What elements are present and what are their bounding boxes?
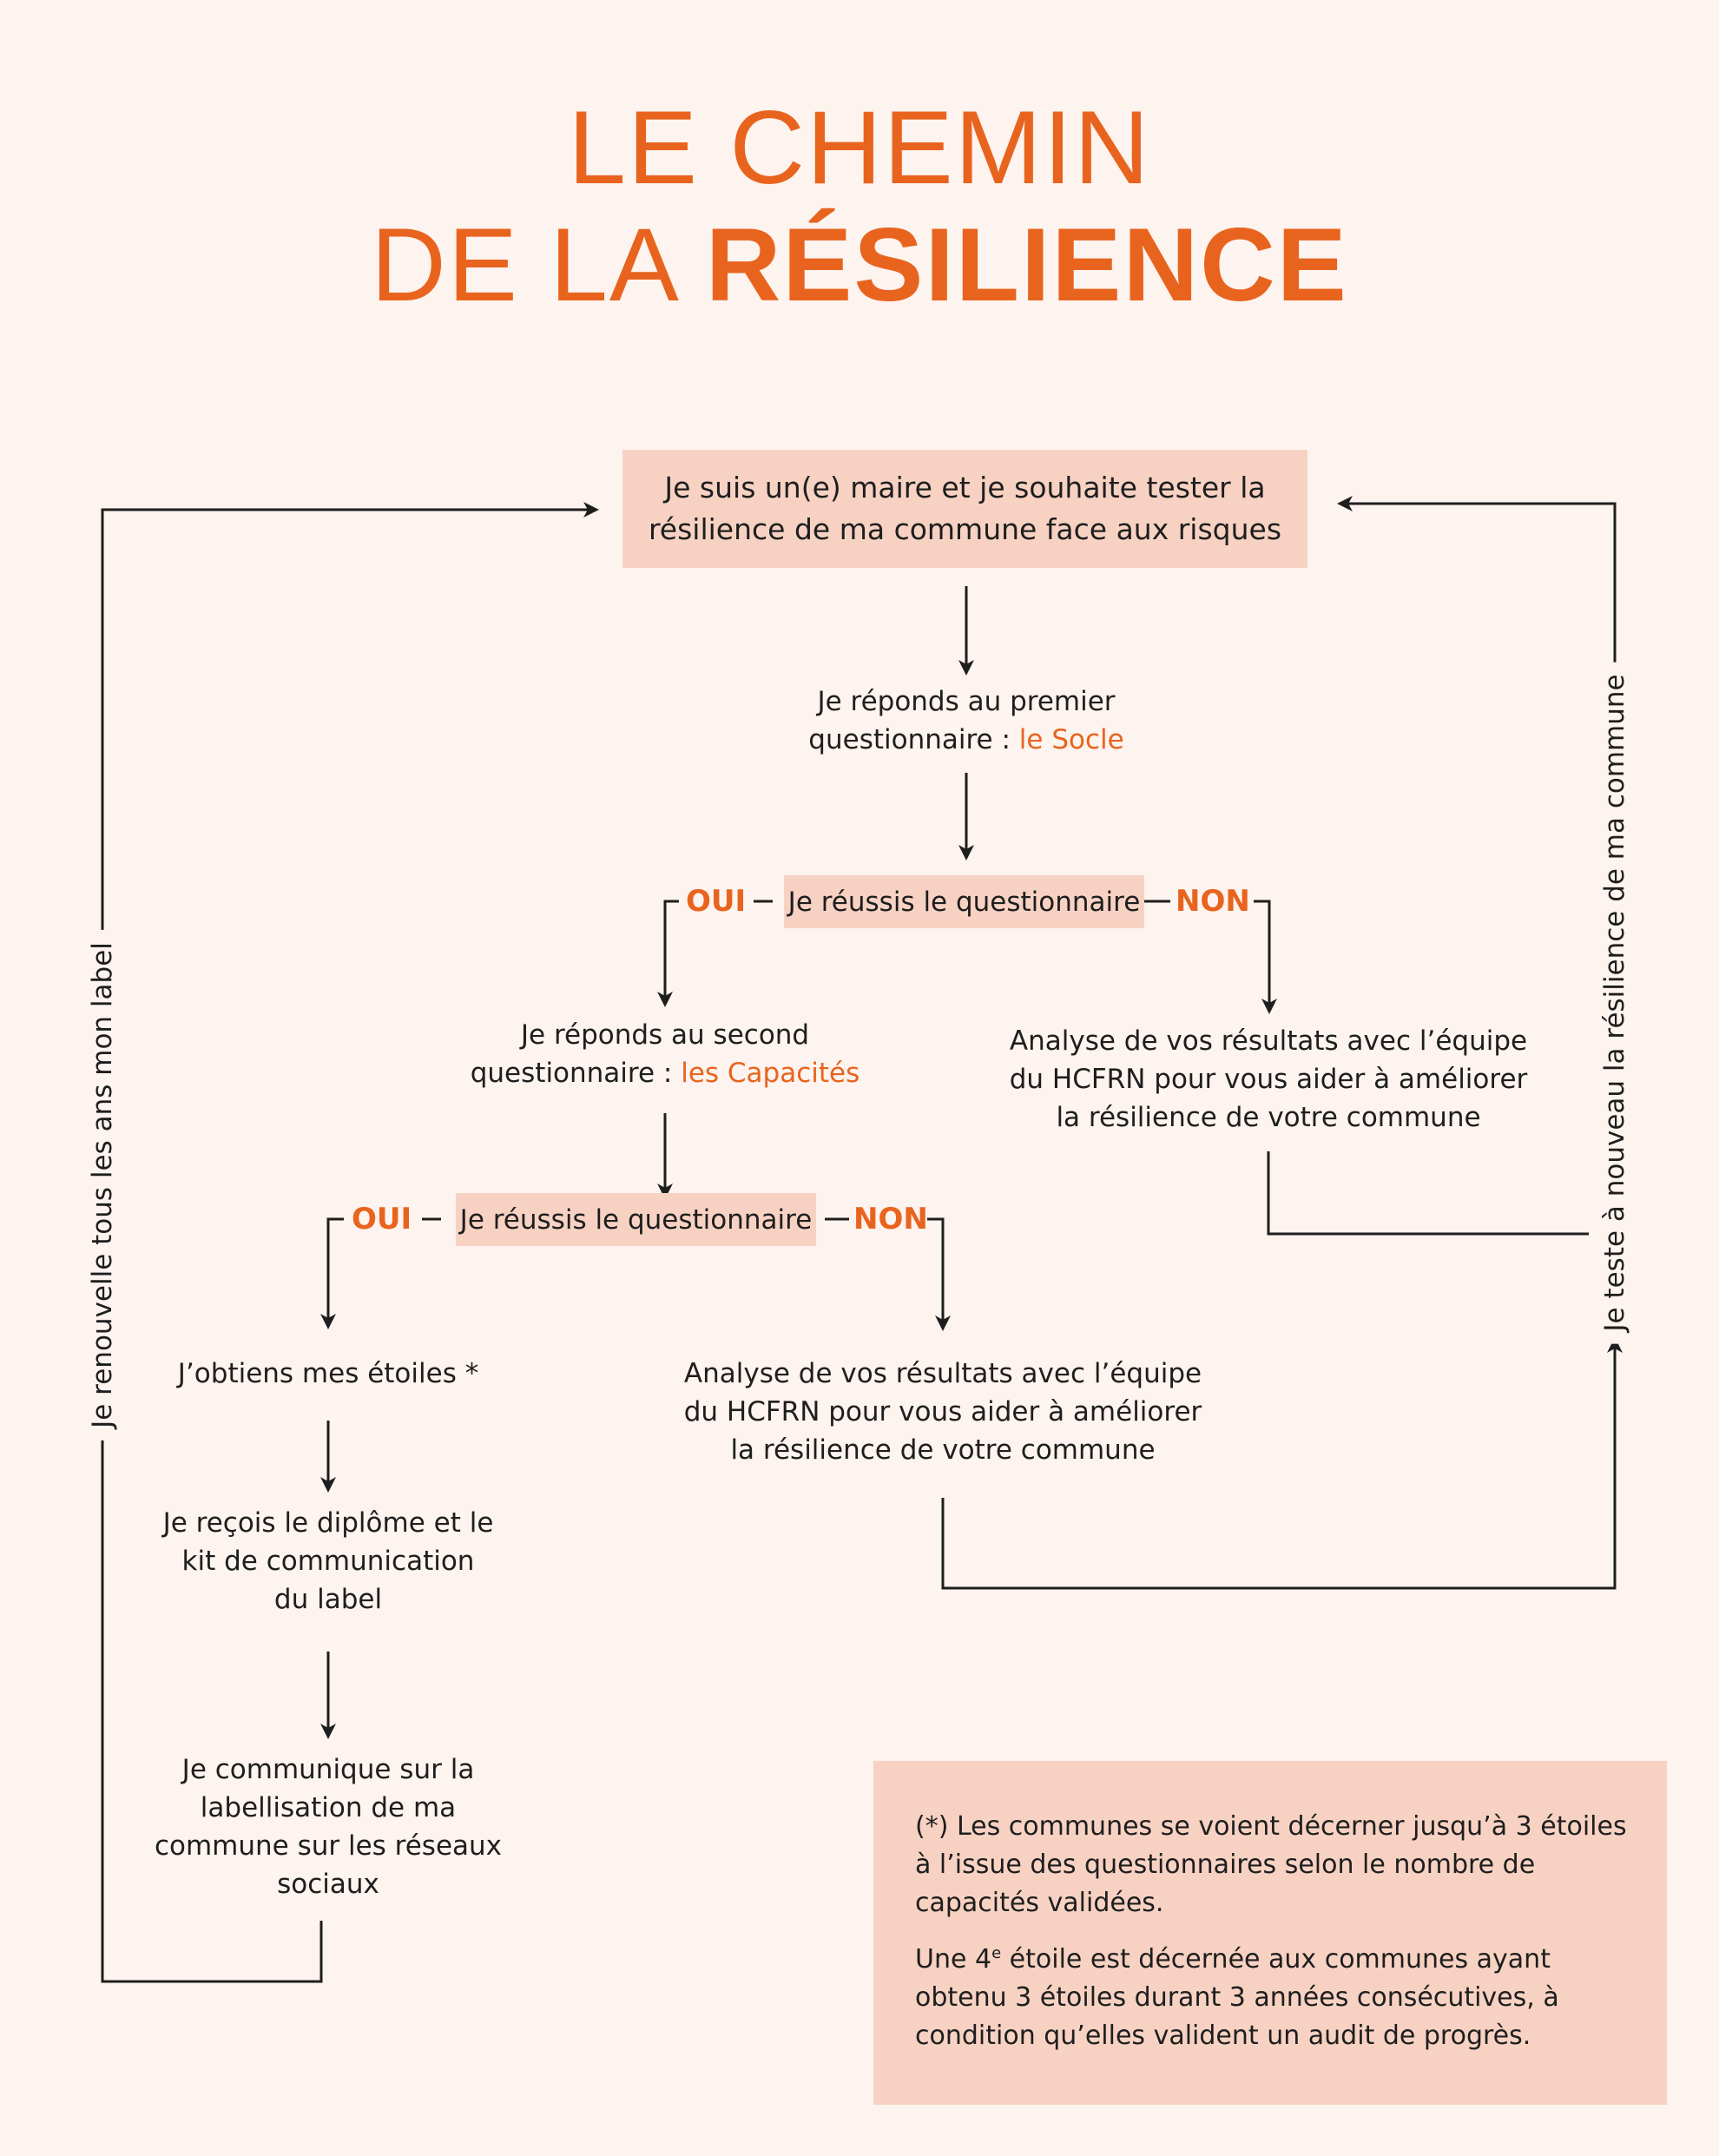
communicate-line1: Je communique sur la	[181, 1754, 475, 1785]
analysis1-line2: du HCFRN pour vous aider à améliorer	[1009, 1064, 1528, 1095]
communicate-line4: sociaux	[277, 1869, 379, 1900]
stars-text: J’obtiens mes étoiles *	[177, 1358, 479, 1389]
arrow-decision2-no	[927, 1217, 945, 1320]
communicate-line3: commune sur les réseaux	[154, 1830, 503, 1862]
arrowhead	[583, 502, 599, 518]
loop-right-top	[1341, 502, 1617, 664]
arrowhead	[657, 992, 673, 1007]
diploma-line3: du label	[273, 1584, 383, 1615]
footnote-box: (*) Les communes se voient décerner jusq…	[873, 1761, 1667, 2105]
arrowhead	[958, 660, 974, 676]
right-loop-label: Je teste à nouveau la résilience de ma c…	[1597, 662, 1632, 1344]
arrowhead	[935, 1315, 951, 1331]
step1-line1: Je réponds au premier	[817, 686, 1116, 717]
arrowhead	[320, 1314, 336, 1329]
start-line1: Je suis un(e) maire et je souhaite teste…	[664, 471, 1266, 504]
communicate-line2: labellisation de ma	[200, 1792, 457, 1823]
arrowhead	[657, 1183, 673, 1199]
loop-left-bottom	[101, 1433, 323, 1983]
page-title-line2: DE LA RÉSILIENCE	[0, 200, 1719, 330]
analysis1-text: Analyse de vos résultats avec l’équipe d…	[982, 1022, 1555, 1137]
analysis2-text: Analyse de vos résultats avec l’équipe d…	[656, 1355, 1229, 1469]
arrowhead	[1261, 999, 1277, 1014]
step1-highlight: le Socle	[1018, 724, 1124, 755]
arrowhead	[1337, 496, 1353, 511]
decision1-no-label: NON	[1176, 884, 1250, 919]
analysis2-line3: la résilience de votre commune	[730, 1434, 1156, 1466]
step2-prefix: questionnaire :	[470, 1058, 673, 1089]
analysis1-line3: la résilience de votre commune	[1056, 1102, 1481, 1133]
decision1-box: Je réussis le questionnaire	[784, 875, 1144, 928]
analysis1-line1: Analyse de vos résultats avec l’équipe	[1009, 1025, 1528, 1057]
start-line2: résilience de ma commune face aux risque…	[648, 512, 1282, 546]
analysis2-line2: du HCFRN pour vous aider à améliorer	[683, 1396, 1202, 1427]
diploma-text: Je reçois le diplôme et le kit de commun…	[128, 1504, 528, 1619]
footnote-para2-prefix: Une 4	[915, 1944, 992, 1975]
loop-analysis2	[941, 1342, 1617, 1590]
arrowhead	[320, 1724, 336, 1739]
analysis2-line1: Analyse de vos résultats avec l’équipe	[683, 1358, 1202, 1389]
arrow-decision1-no	[1254, 900, 1271, 1003]
decision1-label: Je réussis le questionnaire	[787, 886, 1141, 918]
start-box: Je suis un(e) maire et je souhaite teste…	[622, 450, 1307, 568]
step1-text: Je réponds au premier questionnaire : le…	[706, 682, 1227, 759]
footnote-para2: Une 4e étoile est décernée aux communes …	[915, 1935, 1641, 2055]
step2-text: Je réponds au second questionnaire : les…	[405, 1016, 925, 1092]
arrowhead	[1607, 1337, 1623, 1353]
decision2-label: Je réussis le questionnaire	[459, 1203, 813, 1236]
footnote-superscript: e	[991, 1944, 1002, 1962]
footnote-para1: (*) Les communes se voient décerner jusq…	[915, 1811, 1627, 1918]
step2-line1: Je réponds au second	[520, 1019, 810, 1051]
diploma-line1: Je reçois le diplôme et le	[162, 1507, 494, 1539]
step2-highlight: les Capacités	[681, 1058, 860, 1089]
decision2-no-label: NON	[853, 1202, 928, 1236]
decision2-box: Je réussis le questionnaire	[456, 1193, 816, 1246]
page-title-line1: LE CHEMIN	[568, 89, 1151, 206]
loop-analysis1	[1267, 1151, 1589, 1236]
arrowhead	[320, 1477, 336, 1493]
communicate-text: Je communique sur la labellisation de ma…	[128, 1751, 528, 1903]
arrow-decision1-yes	[663, 900, 679, 997]
arrowhead	[958, 845, 974, 860]
left-loop-label: Je renouvelle tous les ans mon label	[85, 930, 120, 1441]
decision1-yes-label: OUI	[686, 884, 747, 919]
step1-prefix: questionnaire :	[808, 724, 1011, 755]
diploma-line2: kit de communication	[181, 1546, 475, 1577]
footnote-para2-rest: étoile est décernée aux communes ayant o…	[915, 1944, 1559, 2051]
page-title-bold: RÉSILIENCE	[705, 207, 1348, 323]
loop-left-top	[101, 508, 596, 938]
decision2-yes-label: OUI	[352, 1202, 412, 1236]
arrow-decision2-yes	[326, 1217, 344, 1318]
page-title-light: DE LA	[371, 207, 675, 323]
